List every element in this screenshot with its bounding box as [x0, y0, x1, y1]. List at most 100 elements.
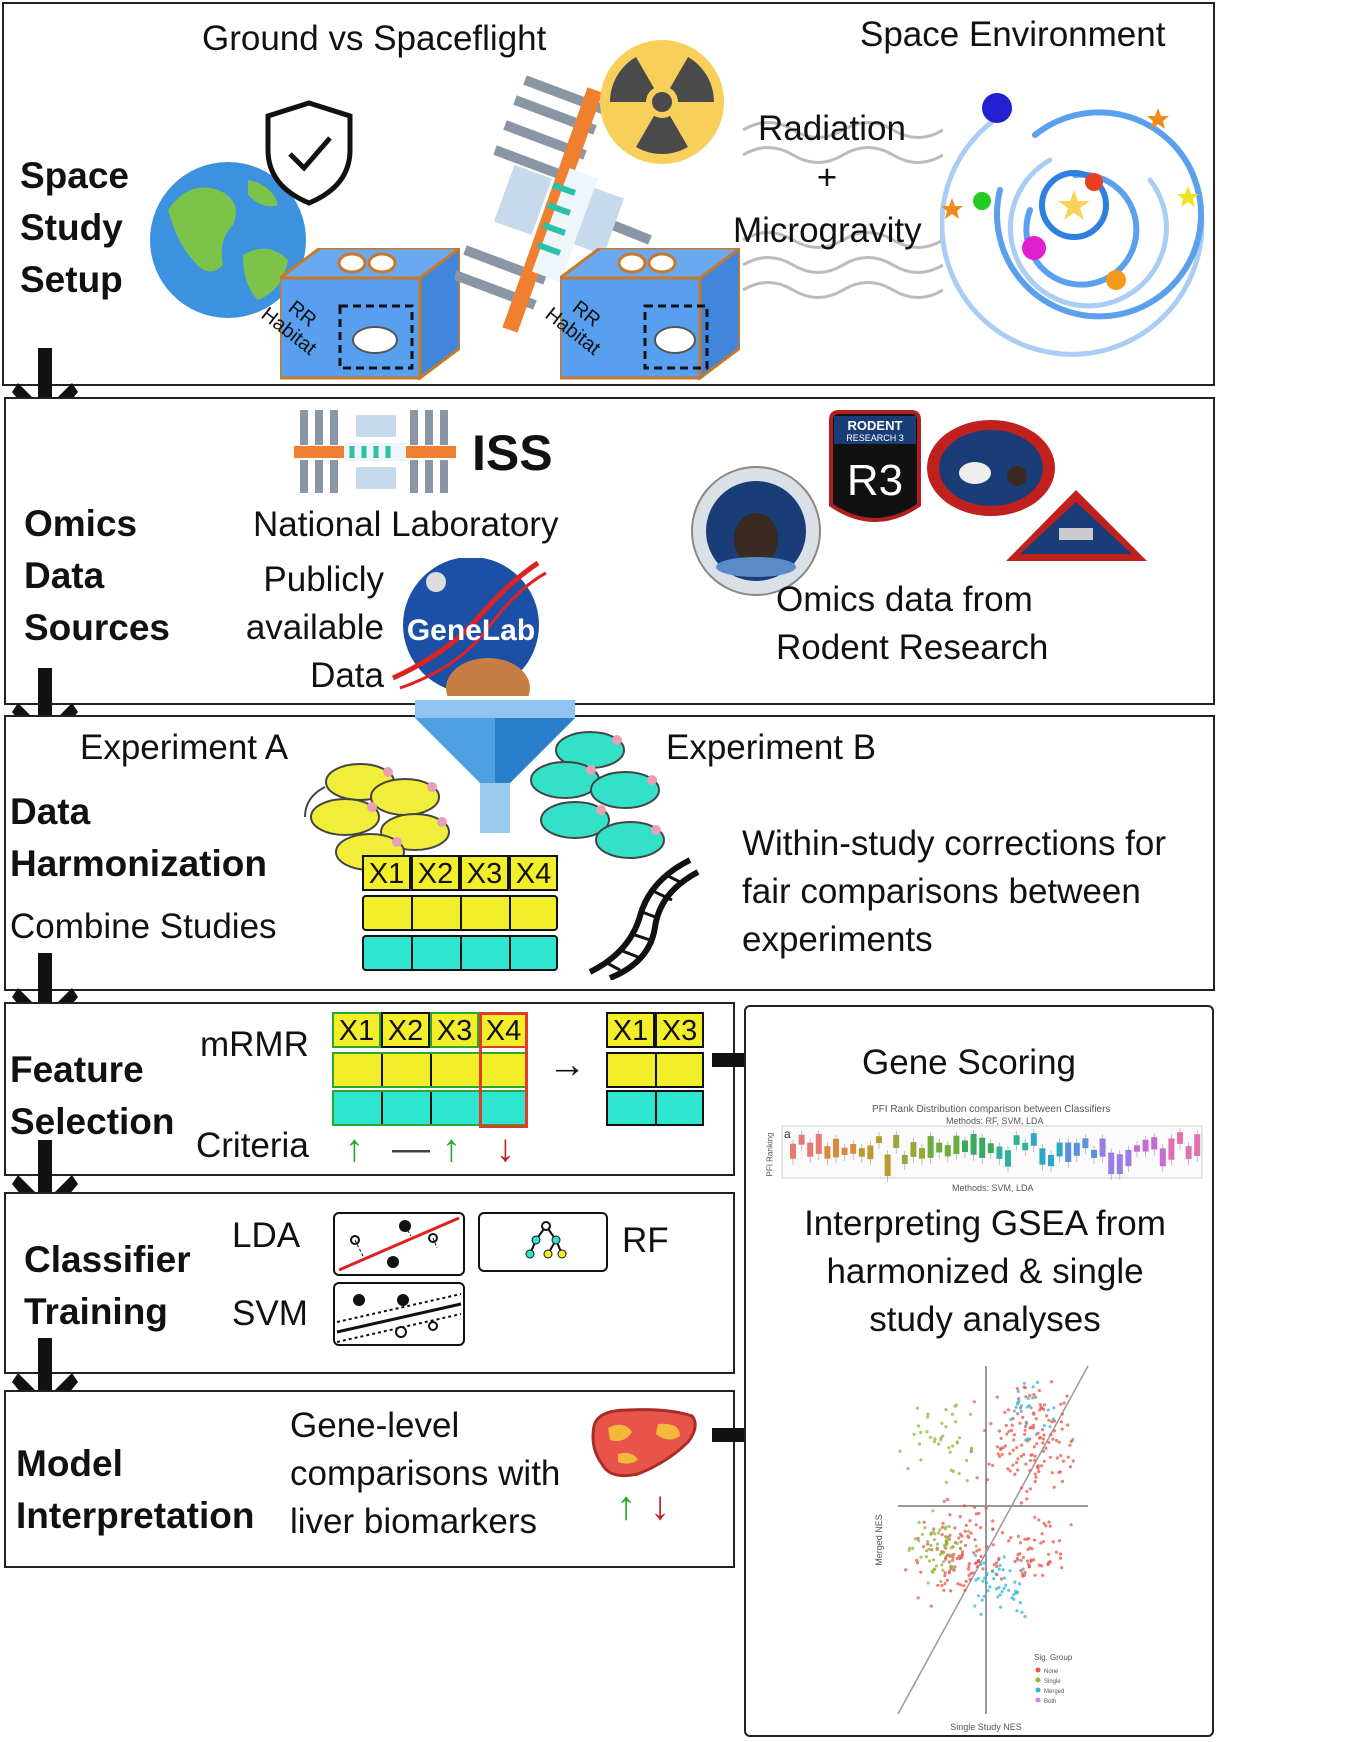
scatter-point	[1025, 1422, 1029, 1426]
scatter-point	[1014, 1589, 1018, 1593]
scatter-point	[935, 1548, 939, 1552]
scatter-point	[943, 1582, 947, 1586]
pfi-box	[1168, 1138, 1175, 1160]
scatter-point	[941, 1551, 945, 1555]
scatter-point	[1062, 1401, 1066, 1405]
pfi-box	[1065, 1142, 1072, 1162]
pfi-box	[1116, 1154, 1123, 1175]
scatter-point	[995, 1445, 999, 1449]
scatter-point	[972, 1551, 976, 1555]
scatter-point	[1028, 1469, 1032, 1473]
scatter-point	[991, 1463, 995, 1467]
scatter-point	[1060, 1479, 1065, 1483]
scatter-point	[995, 1564, 999, 1569]
mrmr-label: mRMR	[200, 1025, 309, 1064]
scatter-point	[968, 1519, 972, 1523]
scatter-point	[974, 1553, 978, 1558]
scatter-point	[1050, 1380, 1054, 1384]
nes-scatter-plot: Single Study NES Merged NES Sig. Group N…	[874, 1365, 1089, 1732]
microgravity-label: Microgravity	[733, 211, 922, 250]
scatter-point	[1023, 1428, 1027, 1432]
scatter-point	[1022, 1573, 1027, 1577]
scatter-legend: None Single Merged Both	[1035, 1667, 1064, 1705]
scatter-point	[932, 1440, 937, 1444]
scatter-point	[967, 1562, 971, 1566]
stage-label-omics-sources: Omics Data Sources	[24, 503, 171, 648]
scatter-point	[996, 1452, 1000, 1456]
scatter-point	[1059, 1420, 1063, 1424]
selected-header-x1: X1	[606, 1012, 655, 1048]
scatter-point	[967, 1573, 971, 1577]
scatter-point	[966, 1534, 970, 1538]
rodent-research-3-patch: RODENT RESEARCH 3 R3	[829, 410, 921, 522]
scatter-point	[1020, 1610, 1024, 1614]
scatter-point	[1002, 1555, 1006, 1559]
scatter-legend-title: Sig. Group	[1034, 1653, 1073, 1662]
scatter-point	[957, 1554, 961, 1558]
scatter-point	[1023, 1432, 1027, 1436]
rr-habitat-space-icon	[560, 248, 740, 380]
pfi-box	[1005, 1150, 1011, 1167]
mrmr-header-x3: X3	[430, 1012, 479, 1048]
scatter-point	[994, 1587, 999, 1591]
scatter-point	[1051, 1540, 1055, 1544]
gene-scoring-title: Gene Scoring	[862, 1043, 1077, 1082]
scatter-point	[1060, 1427, 1064, 1431]
scatter-point	[926, 1539, 930, 1543]
scatter-point	[1016, 1389, 1020, 1394]
scatter-point	[969, 1447, 973, 1451]
scatter-point	[1025, 1559, 1029, 1563]
scatter-point	[1015, 1446, 1019, 1450]
criteria-up-x3: ↑	[442, 1128, 461, 1170]
scatter-point	[971, 1571, 975, 1575]
stage-label-feature-selection: Feature Selection	[10, 1049, 175, 1142]
scatter-point	[973, 1561, 977, 1565]
scatter-point	[1008, 1469, 1012, 1473]
scatter-point	[1042, 1459, 1046, 1463]
scatter-point	[1001, 1446, 1005, 1450]
scatter-point	[940, 1563, 944, 1567]
scatter-point	[954, 1420, 958, 1424]
scatter-point	[1042, 1407, 1046, 1411]
scatter-point	[985, 1478, 990, 1482]
scatter-point	[987, 1462, 991, 1466]
mrmr-removed-column-x4	[479, 1012, 528, 1128]
pfi-box	[919, 1148, 925, 1159]
pfi-box	[970, 1133, 977, 1155]
scatter-point	[1024, 1424, 1028, 1428]
scatter-point	[932, 1558, 936, 1562]
scatter-point	[958, 1515, 962, 1519]
scatter-point	[929, 1543, 933, 1547]
scatter-point	[1041, 1428, 1045, 1432]
scatter-point	[1048, 1524, 1052, 1528]
scatter-point	[1037, 1388, 1041, 1393]
scatter-point	[975, 1565, 979, 1569]
scatter-point	[1059, 1402, 1063, 1406]
scatter-point	[942, 1560, 946, 1564]
scatter-point	[999, 1605, 1003, 1609]
scatter-point	[928, 1435, 932, 1439]
pfi-box	[807, 1142, 814, 1157]
scatter-point	[1019, 1501, 1023, 1505]
scatter-point	[1061, 1459, 1065, 1463]
scatter-point	[975, 1549, 979, 1553]
scatter-point	[1042, 1424, 1046, 1428]
scatter-point	[917, 1442, 922, 1446]
scatter-point	[1065, 1394, 1069, 1398]
scatter-point	[944, 1408, 948, 1412]
scatter-point	[1057, 1539, 1062, 1543]
scatter-point	[1027, 1536, 1031, 1541]
scatter-point	[915, 1406, 919, 1410]
scatter-point	[1069, 1523, 1073, 1527]
scatter-point	[991, 1527, 995, 1531]
pfi-box	[927, 1136, 934, 1158]
scatter-point	[945, 1543, 949, 1547]
scatter-point	[913, 1537, 917, 1541]
pfi-chart-subtitle: Methods: RF, SVM, LDA	[946, 1116, 1044, 1126]
scatter-point	[1020, 1443, 1024, 1447]
scatter-point	[907, 1548, 911, 1552]
criteria-neutral-x2: —	[392, 1128, 430, 1170]
scatter-point	[1016, 1468, 1020, 1472]
scatter-point	[1054, 1550, 1058, 1554]
scatter-point	[969, 1531, 973, 1535]
